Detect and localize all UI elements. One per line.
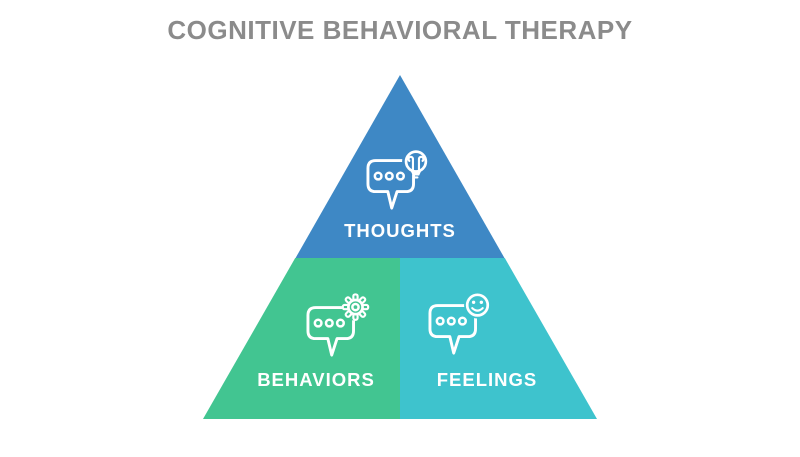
speech-bubble-lightbulb-icon <box>366 148 429 210</box>
speech-bubble-smiley-icon <box>428 291 491 355</box>
feelings-section-shape <box>400 258 597 419</box>
thoughts-section-shape <box>295 75 505 259</box>
feelings-label: FEELINGS <box>436 369 538 390</box>
smiley-mouth <box>471 307 484 312</box>
thoughts-label: THOUGHTS <box>344 220 456 241</box>
gear-icon <box>341 293 370 321</box>
page-title: COGNITIVE BEHAVIORAL THERAPY <box>167 15 633 45</box>
typing-dots <box>435 316 467 326</box>
gear-hub <box>351 302 360 312</box>
smiley-left-eye <box>471 300 476 304</box>
smiley-icon <box>464 291 491 319</box>
typing-dots <box>373 171 405 181</box>
smiley-right-eye <box>479 300 484 304</box>
lightbulb-icon <box>402 148 429 179</box>
behaviors-label: BEHAVIORS <box>257 369 375 390</box>
speech-bubble-gear-icon <box>306 293 370 357</box>
typing-dots <box>313 318 345 328</box>
